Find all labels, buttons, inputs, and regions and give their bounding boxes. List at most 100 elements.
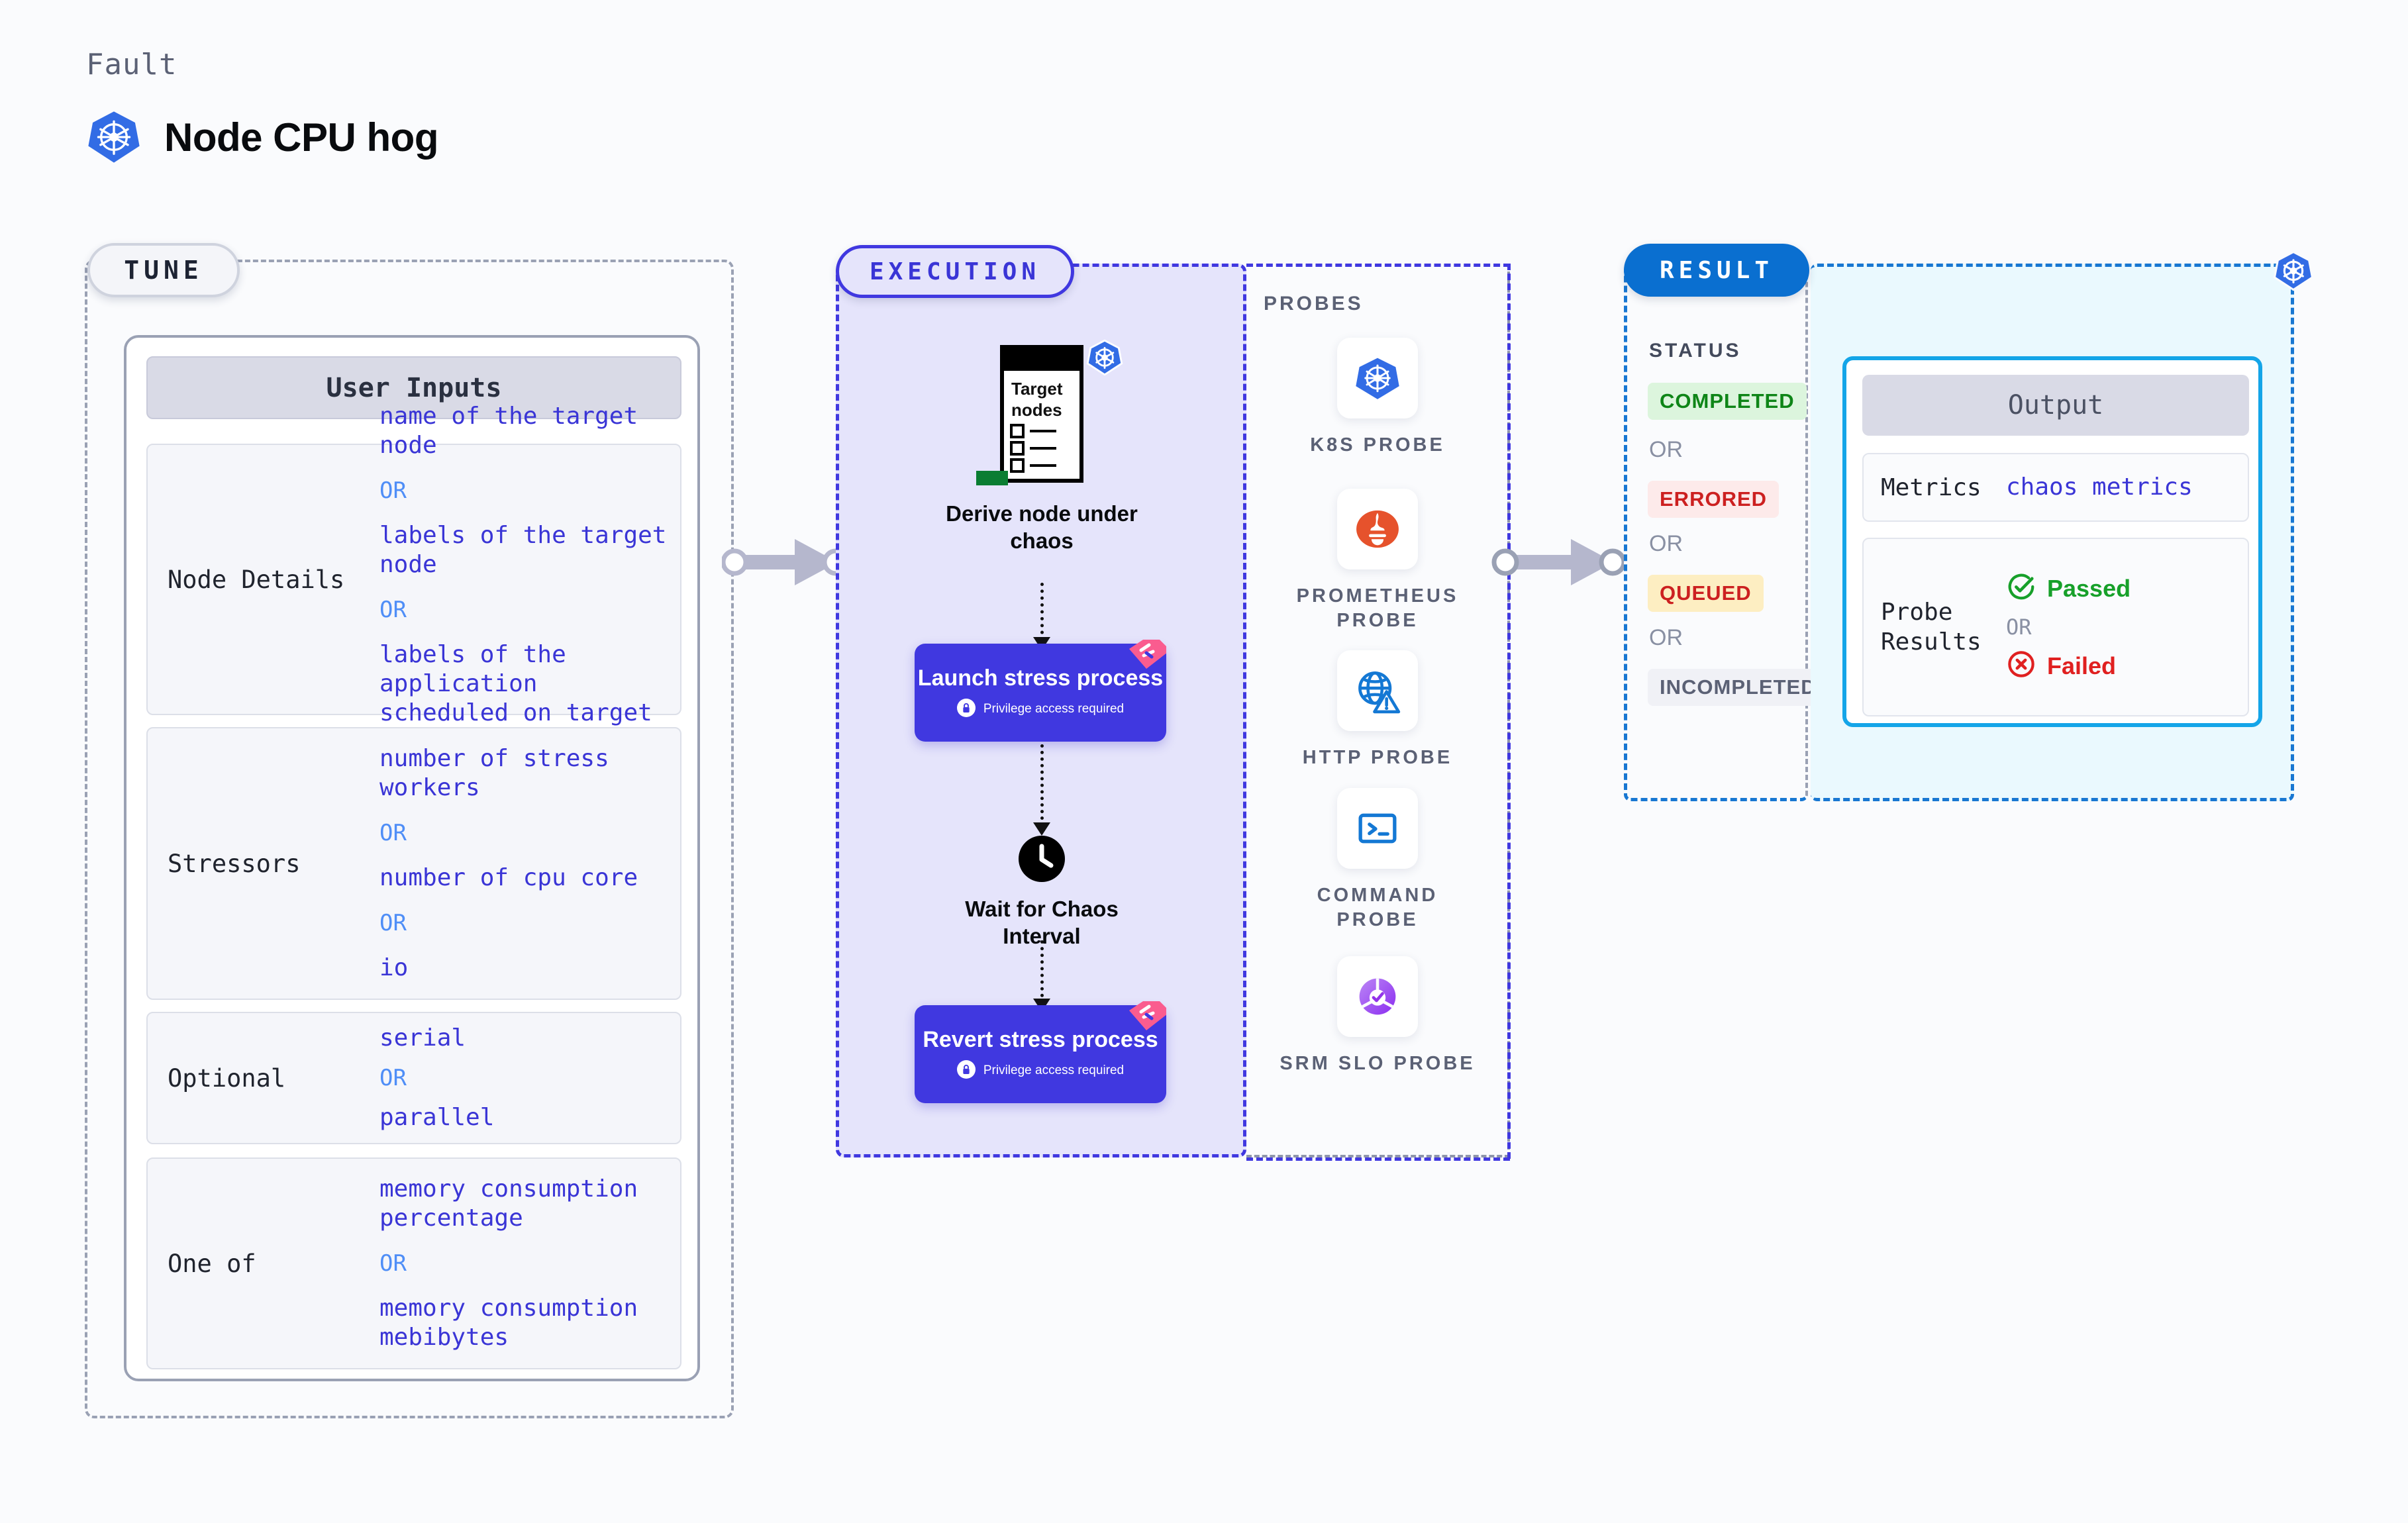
svg-text:Target: Target: [1011, 379, 1063, 399]
step-caption: Derive node under chaos: [946, 501, 1138, 553]
revert-stress-process-step: Revert stress process Privilege access r…: [915, 1001, 1166, 1103]
table-row: Node Details name of the target node OR …: [146, 403, 681, 756]
or-separator: OR: [2006, 614, 2032, 640]
execution-pill: EXECUTION: [836, 245, 1074, 298]
output-row-label: Probe Results: [1881, 599, 1982, 656]
or-separator: OR: [1649, 437, 1683, 462]
privilege-note: Privilege access required: [956, 1059, 1124, 1082]
connector-tune-to-execution: [722, 539, 850, 585]
status-badge: COMPLETED: [1648, 383, 1807, 420]
flow-line: [1040, 940, 1044, 1004]
or-separator: OR: [379, 1065, 407, 1091]
page-title: Node CPU hog: [164, 115, 438, 160]
value-text: parallel: [379, 1104, 495, 1131]
or-separator: OR: [379, 477, 407, 505]
row-label: One of: [168, 1249, 256, 1278]
row-label: Optional: [168, 1063, 286, 1093]
status-title: STATUS: [1649, 340, 1742, 362]
probe-result-failed: Failed: [2006, 649, 2248, 683]
or-separator: OR: [379, 909, 407, 936]
row-label: Stressors: [168, 849, 301, 878]
or-separator: OR: [1649, 531, 1683, 556]
status-badge: ERRORED: [1648, 481, 1780, 518]
fault-title-row: Node CPU hog: [86, 109, 438, 165]
status-badge: QUEUED: [1648, 575, 1764, 612]
probe-item-http[interactable]: HTTP PROBE: [1278, 650, 1477, 770]
flow-line: [1040, 583, 1044, 641]
probe-item-srm-slo[interactable]: SRM SLO PROBE: [1278, 956, 1477, 1076]
result-pill: RESULT: [1624, 244, 1809, 297]
globe-warning-icon: [1337, 650, 1418, 731]
value-text: memory consumption percentage: [379, 1175, 638, 1232]
progress-bar: [976, 471, 1008, 485]
output-card: Output Metrics chaos metrics Probe Resul…: [1842, 356, 2262, 727]
user-inputs-header: User Inputs: [146, 356, 681, 419]
svg-text:nodes: nodes: [1011, 400, 1062, 420]
probes-border-right: [1507, 264, 1511, 1159]
launch-stress-process-step: Launch stress process Privilege access r…: [915, 640, 1166, 742]
probe-label: PROMETHEUS PROBE: [1296, 585, 1459, 632]
target-nodes-window-icon: Target nodes: [999, 344, 1084, 490]
slo-donut-check-icon: [1337, 956, 1418, 1037]
probes-title: PROBES: [1264, 293, 1364, 315]
harness-ribbon-icon: [1129, 640, 1166, 673]
table-row: One of memory consumption percentage OR …: [146, 1157, 681, 1369]
fail-label: Failed: [2047, 652, 2117, 679]
row-values: serial OR parallel: [379, 1024, 680, 1132]
user-inputs-card: User Inputs Node Details name of the tar…: [124, 335, 700, 1381]
output-header: Output: [1862, 375, 2249, 436]
privilege-note: Privilege access required: [956, 698, 1125, 720]
tune-pill: TUNE: [87, 243, 240, 297]
probe-label: COMMAND PROBE: [1317, 885, 1438, 931]
terminal-icon: [1337, 788, 1418, 869]
result-panel: [1624, 264, 1808, 801]
row-values: name of the target node OR labels of the…: [379, 402, 680, 756]
value-text: number of stress workers: [379, 745, 609, 802]
prometheus-icon: [1337, 489, 1418, 569]
wait-chaos-interval-step: Wait for Chaos Interval: [946, 836, 1138, 950]
output-row-value: chaos metrics: [2006, 473, 2193, 501]
probe-result-values: Passed OR Failed: [2006, 571, 2248, 683]
value-text: memory consumption mebibytes: [379, 1295, 638, 1351]
kubernetes-icon: [1337, 338, 1418, 418]
x-circle-icon: [2006, 649, 2036, 683]
connector-execution-to-result: [1491, 539, 1627, 585]
step-title: Revert stress process: [923, 1027, 1158, 1053]
or-separator: OR: [1649, 625, 1683, 650]
value-text: serial: [379, 1024, 466, 1052]
probes-border-top: [1246, 264, 1510, 267]
probes-border-bottom: [1246, 1157, 1510, 1161]
lock-icon: [956, 1059, 976, 1082]
or-separator: OR: [379, 597, 407, 623]
value-text: name of the target node: [379, 403, 638, 460]
harness-ribbon-icon: [1129, 1001, 1166, 1034]
row-values: number of stress workers OR number of cp…: [379, 744, 680, 983]
row-label: Node Details: [168, 565, 345, 594]
or-separator: OR: [379, 820, 407, 846]
value-text: io: [379, 954, 409, 981]
tune-panel: User Inputs Node Details name of the tar…: [85, 260, 734, 1418]
check-circle-icon: [2006, 571, 2036, 605]
probe-item-k8s[interactable]: K8S PROBE: [1278, 338, 1477, 458]
probe-item-command[interactable]: COMMAND PROBE: [1278, 788, 1477, 932]
kubernetes-icon: [1086, 339, 1123, 379]
probe-item-prometheus[interactable]: PROMETHEUS PROBE: [1278, 489, 1477, 633]
arrow-head-icon: [1033, 822, 1050, 836]
pass-label: Passed: [2047, 574, 2131, 602]
step-title: Launch stress process: [917, 665, 1164, 691]
privilege-text: Privilege access required: [983, 702, 1125, 716]
output-row-label: Metrics: [1881, 473, 1982, 501]
value-text: number of cpu core: [379, 864, 638, 891]
kubernetes-icon: [2273, 250, 2314, 295]
status-badge: INCOMPLETED: [1648, 669, 1829, 706]
lock-icon: [956, 698, 976, 720]
output-row-metrics: Metrics chaos metrics: [1862, 453, 2249, 522]
probe-result-passed: Passed: [2006, 571, 2248, 605]
probe-label: SRM SLO PROBE: [1279, 1053, 1476, 1074]
fault-kicker: Fault: [86, 48, 177, 81]
probe-label: K8S PROBE: [1310, 434, 1445, 456]
probe-label: HTTP PROBE: [1302, 747, 1453, 768]
kubernetes-icon: [86, 109, 142, 165]
output-row-probe-results: Probe Results Passed OR: [1862, 538, 2249, 716]
